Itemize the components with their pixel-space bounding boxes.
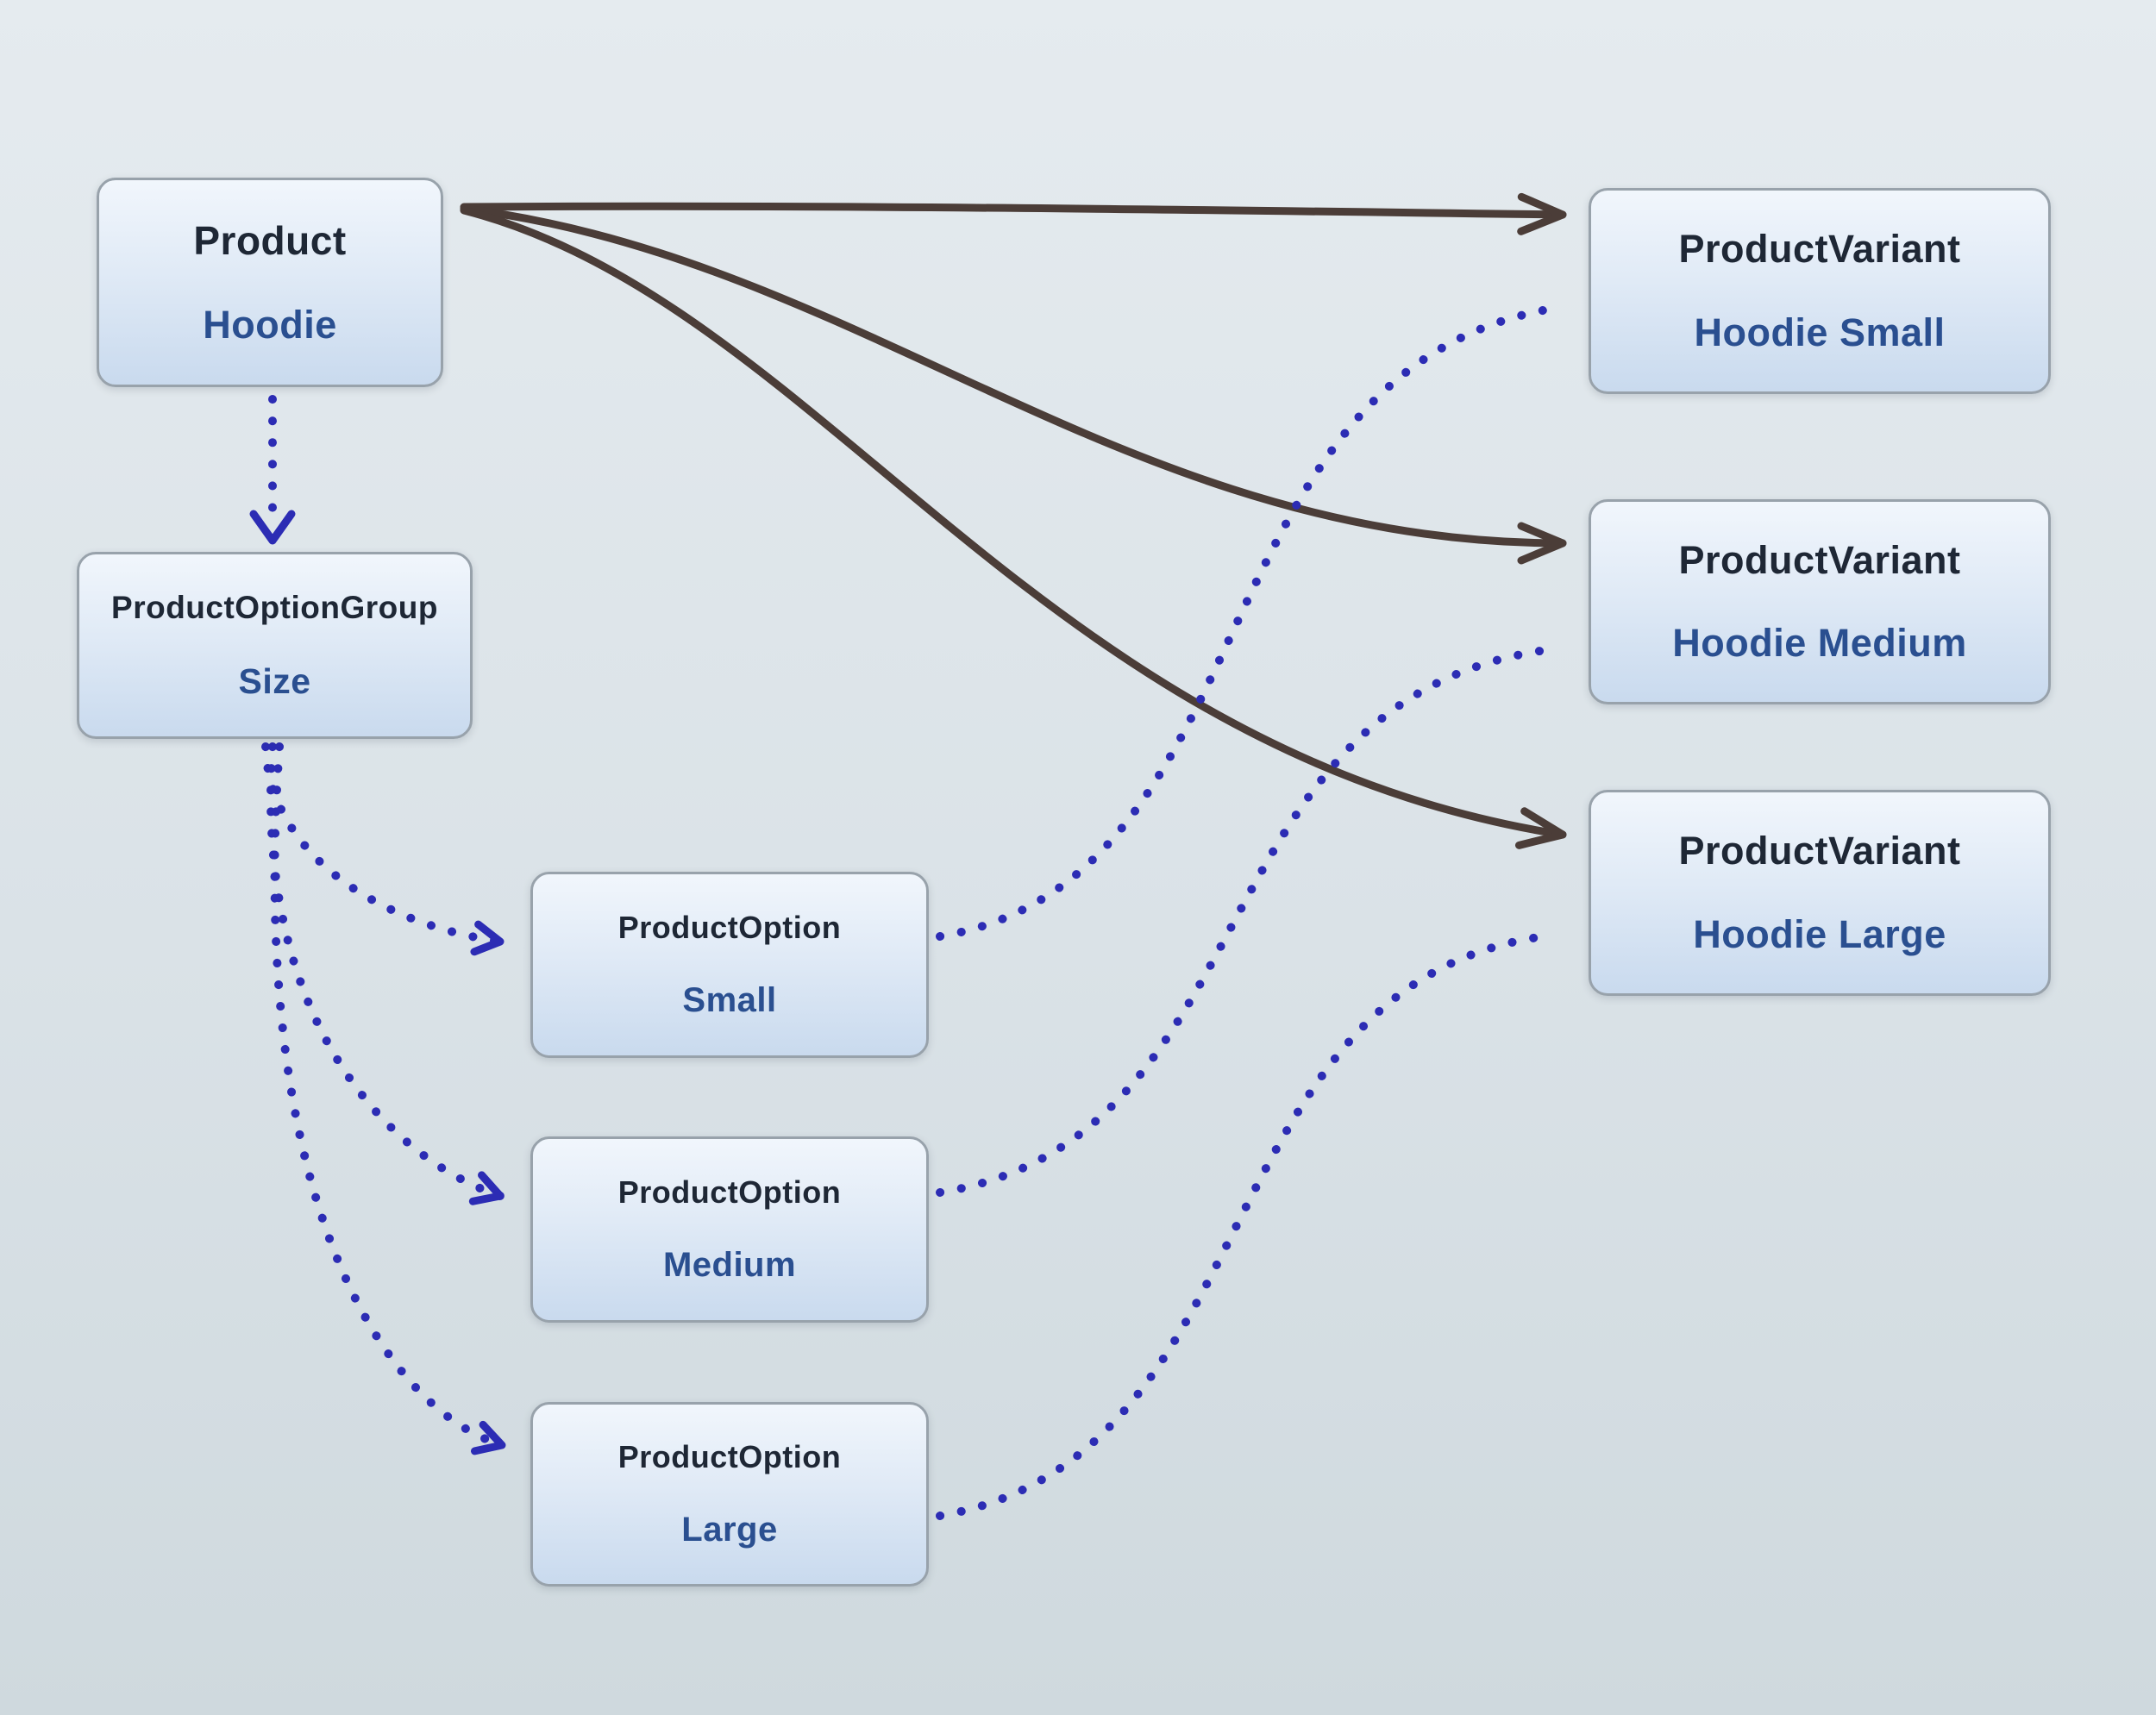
edge-product-pv_medium xyxy=(460,204,1567,565)
node-title: ProductOptionGroup xyxy=(111,589,438,625)
edge-po_small-pv_small xyxy=(936,303,1567,941)
node-title: ProductOption xyxy=(617,909,842,945)
node-title: ProductVariant xyxy=(1678,829,1961,873)
edge-po_large-pv_large xyxy=(936,931,1555,1520)
node-value: Size xyxy=(238,660,311,701)
edge-pog-po_small xyxy=(261,742,505,956)
node-value: Hoodie Medium xyxy=(1672,621,1967,665)
node-value: Large xyxy=(681,1510,778,1549)
node-value: Hoodie Large xyxy=(1693,911,1946,956)
node-title: ProductOption xyxy=(617,1439,842,1475)
edge-product-pog-arrowhead xyxy=(249,510,296,545)
edge-pog-po_medium xyxy=(266,742,505,1205)
node-title: ProductOption xyxy=(617,1174,842,1210)
edge-product-pv_large xyxy=(460,206,1567,849)
node-title: Product xyxy=(193,217,347,263)
node-value: Hoodie xyxy=(203,303,337,347)
node-title: ProductVariant xyxy=(1678,538,1961,582)
edge-pog-po_large xyxy=(270,742,506,1455)
edge-product-pv_small xyxy=(460,192,1567,235)
node-value: Medium xyxy=(662,1246,797,1285)
node-value: Hoodie Small xyxy=(1694,310,1946,354)
node-title: ProductVariant xyxy=(1678,227,1961,272)
node-value: Small xyxy=(682,981,777,1020)
